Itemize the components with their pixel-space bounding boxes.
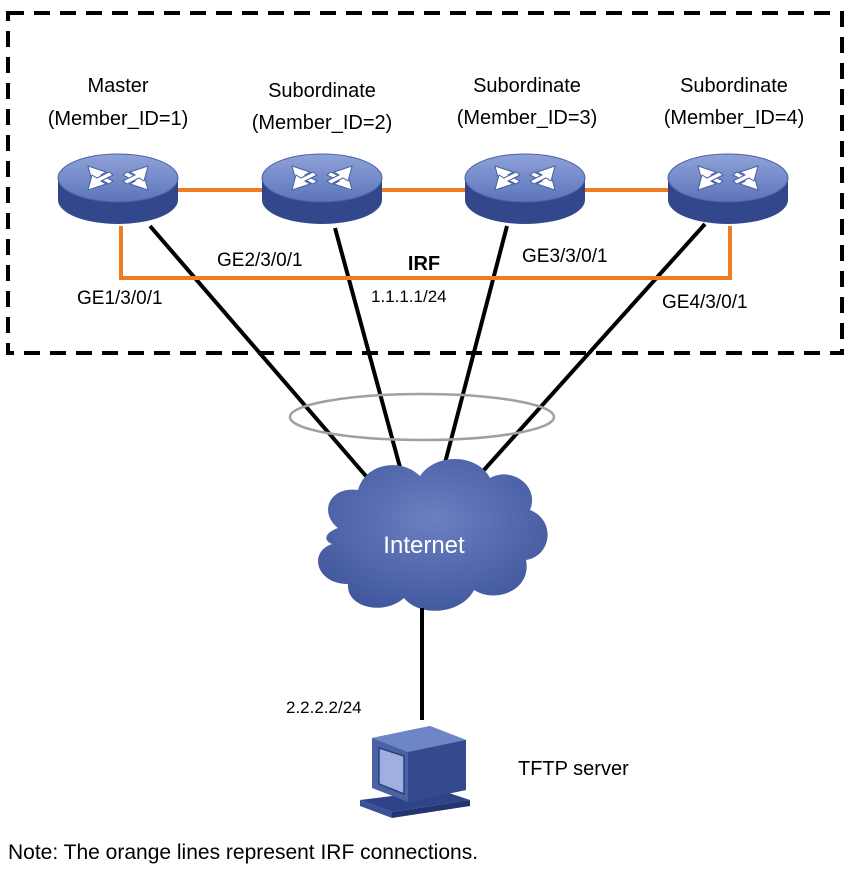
member3-id: (Member_ID=3) [457, 107, 598, 129]
link-aggregation-ring [288, 392, 556, 442]
port-label-member2: GE2/3/0/1 [217, 250, 303, 271]
pc-icon [360, 726, 470, 818]
switch-icon-member3 [464, 153, 586, 225]
switch-icon-member4 [667, 153, 789, 225]
port-label-member1: GE1/3/0/1 [77, 288, 163, 309]
irf-boundary [6, 11, 844, 355]
uplink-member1 [148, 224, 380, 492]
uplink-member4 [464, 222, 707, 492]
switch-icon-master [57, 153, 179, 225]
member2-role: Subordinate [268, 80, 376, 102]
member4-id: (Member_ID=4) [664, 107, 805, 129]
irf-label: IRF [408, 253, 440, 275]
server-ip-address: 2.2.2.2/24 [286, 698, 362, 717]
member4-role: Subordinate [680, 75, 788, 97]
port-label-member3: GE3/3/0/1 [522, 246, 608, 267]
irf-ip-address: 1.1.1.1/24 [371, 287, 447, 306]
internet-cloud-icon [318, 458, 548, 611]
member2-id: (Member_ID=2) [252, 112, 393, 134]
internet-label: Internet [383, 532, 465, 559]
irf-link-ring [119, 226, 732, 280]
port-label-member4: GE4/3/0/1 [662, 292, 748, 313]
member1-id: (Member_ID=1) [48, 108, 189, 130]
switch-icon-member2 [261, 153, 383, 225]
diagram-note: Note: The orange lines represent IRF con… [8, 841, 478, 864]
member1-role: Master [87, 75, 148, 97]
irf-links [119, 188, 732, 280]
server-label: TFTP server [518, 758, 629, 780]
member3-role: Subordinate [473, 75, 581, 97]
